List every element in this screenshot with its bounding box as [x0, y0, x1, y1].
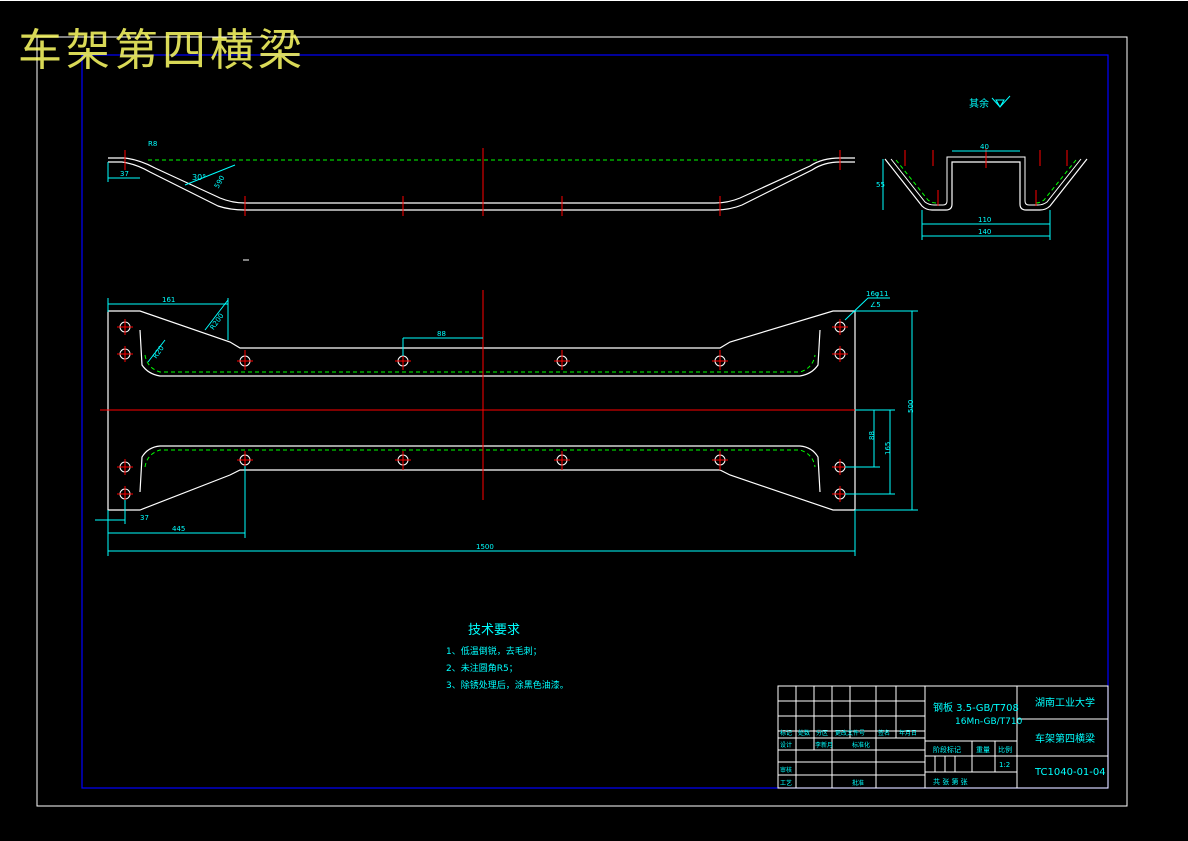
dim-end-offset-label: 161 — [162, 296, 175, 304]
plan-dimension-labels: 161 R200 R20 88 16φ11 ∠5 500 165 88 37 4… — [140, 290, 915, 551]
rev-col-2: 分区 — [816, 729, 828, 737]
side-view-top-outline — [108, 157, 855, 204]
part-name: 车架第四横梁 — [1035, 732, 1095, 745]
dim-radius-top-leader — [204, 299, 229, 331]
section-weld-line — [895, 159, 1077, 204]
weight-label: 重量 — [976, 746, 990, 754]
designer-name: 李新月 — [815, 741, 833, 749]
school-name: 湖南工业大学 — [1035, 696, 1095, 709]
plan-upper-cutout — [139, 329, 821, 377]
plan-weld-lower — [144, 449, 816, 468]
std-label: 标准化 — [852, 741, 870, 749]
hole — [554, 451, 570, 470]
row-review: 审核 — [780, 766, 792, 774]
tech-requirements: 技术要求 1、低温倒锐，去毛刺； 2、未注圆角R5； 3、除锈处理后，涂黑色油漆… — [446, 623, 569, 691]
side-view: 37 R8 30° 590 — [107, 140, 855, 216]
plan-dimensions — [95, 297, 918, 556]
dim-radius-small-label: R20 — [151, 344, 165, 360]
hole — [117, 346, 133, 362]
approve-label: 批准 — [852, 779, 864, 787]
dim-hole-leader — [844, 297, 869, 321]
rev-col-0: 标记 — [780, 729, 792, 737]
rev-col-1: 处数 — [798, 729, 810, 737]
dim-left-margin-label: 37 — [140, 514, 149, 522]
rev-col-3: 更改文件号 — [835, 729, 865, 737]
section-dim-bottom-label: 140 — [978, 228, 991, 236]
hole — [117, 319, 133, 335]
drawing-title-overlay: 车架第四横梁 — [18, 25, 306, 76]
side-view-dim-left: 37 — [120, 170, 129, 178]
hole — [554, 350, 570, 370]
plan-weld-upper — [144, 354, 816, 373]
section-dim-top-label: 40 — [980, 143, 989, 151]
side-view-bottom-outline — [108, 161, 855, 211]
scale-label: 比例 — [998, 745, 1012, 754]
drawing-number: TC1040-01-04 — [1034, 767, 1106, 778]
material-line-1: 钢板 3.5-GB/T708 — [933, 701, 1019, 714]
side-view-dim-radius: R8 — [148, 140, 157, 148]
hole — [237, 350, 253, 370]
title-block-frame — [777, 685, 1109, 789]
weld-symbol-icon — [991, 95, 1011, 109]
hole — [712, 350, 728, 370]
dim-half-a-label: 88 — [868, 431, 876, 440]
section-dim-depth-label: 55 — [876, 181, 885, 189]
side-view-angle-leader — [184, 164, 236, 186]
row-design: 设计 — [780, 741, 792, 749]
sheets-label: 共 张 第 张 — [933, 777, 968, 786]
material-line-2: 16Mn-GB/T710 — [955, 717, 1023, 727]
rev-col-4: 签名 — [878, 729, 890, 737]
side-view-dim-length: 590 — [213, 174, 227, 190]
dim-pitch-label: 88 — [437, 330, 446, 338]
tech-req-item-2: 2、未注圆角R5； — [446, 662, 518, 674]
dim-overall-label: 1500 — [476, 543, 494, 551]
window-top-border — [0, 0, 1188, 1]
dim-half-b-label: 165 — [884, 442, 892, 455]
dim-radius-top-label: R200 — [209, 312, 226, 332]
dim-hole-depth-label: ∠5 — [870, 301, 881, 309]
hole — [117, 459, 133, 475]
title-block-text: 钢板 3.5-GB/T708 16Mn-GB/T710 湖南工业大学 车架第四横… — [780, 696, 1106, 787]
section-dim-inner-label: 110 — [978, 216, 991, 224]
side-view-dim-angle: 30° — [192, 173, 206, 182]
hole — [832, 319, 848, 335]
weld-note: 其余 — [969, 95, 1011, 110]
hole — [117, 486, 133, 502]
inner-border — [81, 54, 1109, 789]
dim-hole-spec-label: 16φ11 — [866, 290, 888, 298]
section-view: 40 110 140 55 — [876, 143, 1088, 240]
dim-total-width-label: 500 — [907, 400, 915, 413]
tech-req-title: 技术要求 — [468, 623, 520, 638]
plan-lower-cutout — [139, 445, 821, 493]
dim-radius-small-leader — [147, 339, 166, 363]
dim-first-hole-label: 445 — [172, 525, 185, 533]
stage-label: 阶段标记 — [933, 745, 961, 754]
hole — [712, 451, 728, 470]
hole — [832, 346, 848, 362]
title-block — [777, 685, 1109, 789]
rev-col-5: 年月日 — [899, 729, 917, 737]
scale-value: 1:2 — [999, 761, 1010, 769]
outer-border — [36, 36, 1128, 807]
row-process: 工艺 — [780, 779, 792, 787]
hole — [395, 451, 411, 470]
tech-req-item-1: 1、低温倒锐，去毛刺； — [446, 645, 542, 657]
tech-req-item-3: 3、除锈处理后，涂黑色油漆。 — [446, 679, 569, 691]
weld-note-text: 其余 — [969, 97, 989, 110]
